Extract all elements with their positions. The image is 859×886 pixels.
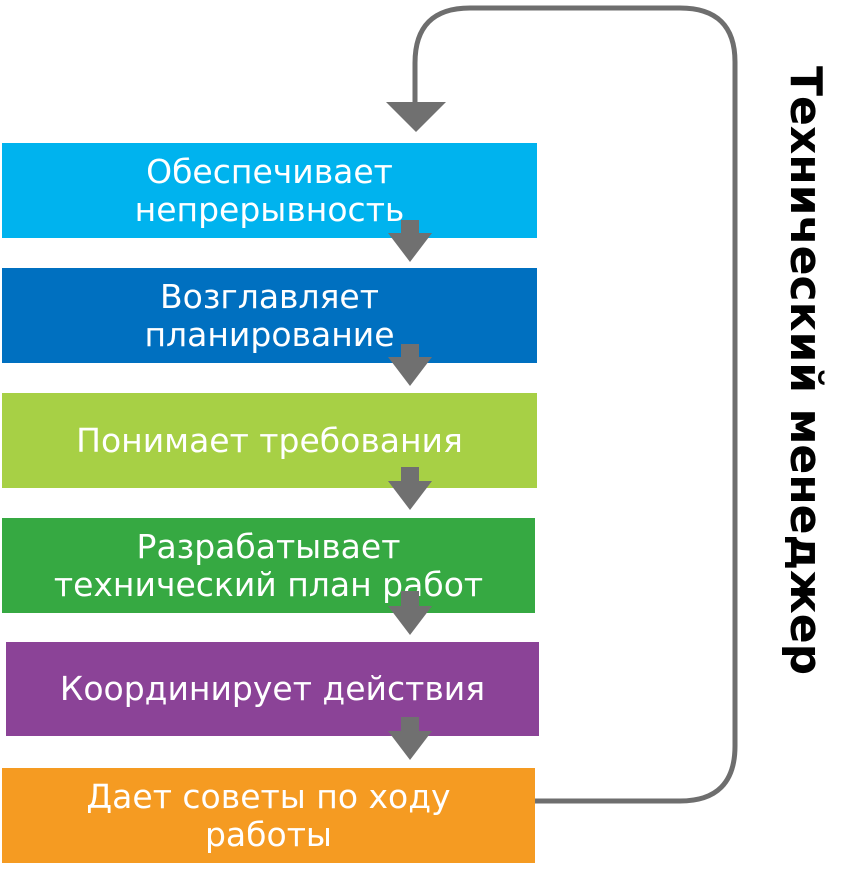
step-label-advice: Дает советы по ходу работы [86, 776, 451, 854]
step-box-planning: Возглавляет планирование [2, 268, 537, 363]
feedback-loop-arrowhead [386, 102, 446, 132]
step-label-requirements: Понимает требования [76, 420, 463, 460]
step-box-coordination: Координирует действия [6, 642, 539, 736]
side-title-technical-manager: Технический менеджер [780, 66, 831, 676]
step-label-planning: Возглавляет планирование [144, 276, 395, 354]
step-box-continuity: Обеспечивает непрерывность [2, 143, 537, 238]
step-box-work-plan: Разрабатывает технический план работ [2, 518, 535, 613]
step-box-requirements: Понимает требования [2, 393, 537, 488]
step-box-advice: Дает советы по ходу работы [2, 768, 535, 863]
step-label-continuity: Обеспечивает непрерывность [134, 151, 405, 229]
step-label-work-plan: Разрабатывает технический план работ [53, 526, 484, 604]
step-label-coordination: Координирует действия [59, 669, 486, 708]
